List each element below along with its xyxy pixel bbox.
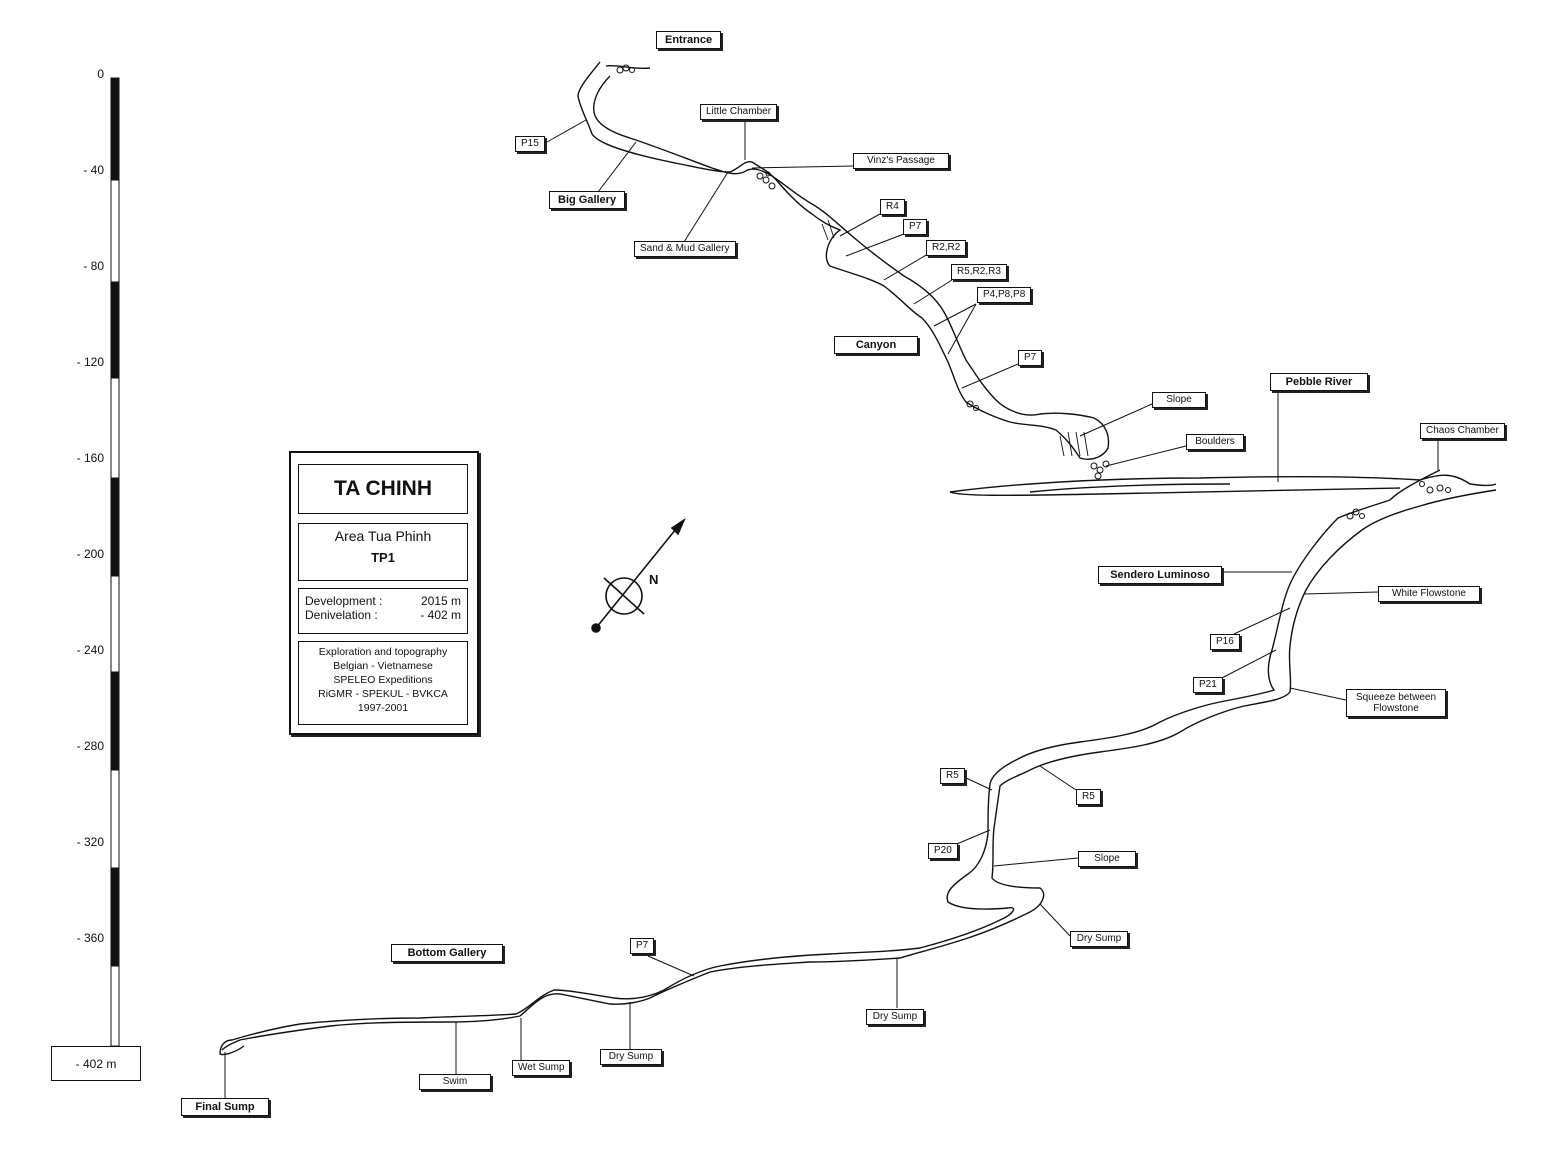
depth-tick-label: - 160: [76, 451, 104, 466]
area-name: Area Tua Phinh: [334, 528, 432, 544]
label-white-flowstone: White Flowstone: [1378, 586, 1480, 602]
credits-line: SPELEO Expeditions: [333, 674, 433, 686]
label-r5-left: R5: [940, 768, 965, 784]
label-wet-sump: Wet Sump: [512, 1060, 570, 1076]
north-arrow-icon: [591, 517, 686, 633]
depth-tick-label: - 360: [76, 931, 104, 946]
label-p4-p8-p8: P4,P8,P8: [977, 287, 1032, 303]
stats-box: Development : 2015 m Denivelation : - 40…: [298, 588, 468, 634]
cave-title: TA CHINH: [298, 464, 468, 514]
label-p21: P21: [1193, 677, 1223, 693]
label-canyon: Canyon: [834, 336, 918, 354]
label-p7-lower: P7: [630, 938, 655, 954]
credits-line: RiGMR - SPEKUL - BVKCA: [318, 688, 448, 700]
depth-tick-label: - 320: [76, 835, 104, 850]
depth-tick-label: - 280: [76, 739, 104, 754]
credits-line: Belgian - Vietnamese: [333, 660, 433, 672]
slope-hatching: [821, 219, 1089, 457]
label-sendero-luminoso: Sendero Luminoso: [1098, 566, 1222, 584]
label-p7-mid: P7: [1018, 350, 1043, 366]
depth-scale-end-label: - 402 m: [51, 1046, 141, 1081]
depth-tick-label: 0: [97, 67, 104, 81]
cave-code: TP1: [371, 550, 395, 565]
credits-box: Exploration and topography Belgian - Vie…: [298, 641, 468, 725]
leader-lines: [224, 119, 1439, 1098]
depth-tick-label: - 40: [83, 163, 104, 178]
label-slope-upper: Slope: [1152, 392, 1206, 408]
label-dry-sump-right: Dry Sump: [1070, 931, 1128, 947]
denivelation-label: Denivelation :: [305, 608, 378, 622]
label-dry-sump-left: Dry Sump: [600, 1049, 662, 1065]
label-r2-r2: R2,R2: [926, 240, 967, 256]
label-sand-mud-gallery: Sand & Mud Gallery: [634, 241, 736, 257]
development-label: Development :: [305, 594, 383, 608]
development-value: 2015 m: [420, 594, 461, 608]
depth-tick-label: - 240: [76, 643, 104, 658]
credits-line: 1997-2001: [357, 702, 409, 714]
label-r4: R4: [880, 199, 905, 215]
label-boulders: Boulders: [1186, 434, 1244, 450]
label-little-chamber: Little Chamber: [700, 104, 778, 120]
label-pebble-river: Pebble River: [1270, 373, 1368, 391]
label-r5-right: R5: [1076, 789, 1101, 805]
label-final-sump: Final Sump: [181, 1098, 269, 1116]
label-squeeze-between-flowstone: Squeeze between Flowstone: [1346, 689, 1446, 717]
label-dry-sump-mid: Dry Sump: [866, 1009, 924, 1025]
cave-passage-outline: [219, 61, 1497, 1056]
depth-tick-label: - 120: [76, 355, 104, 370]
credits-line: Exploration and topography: [318, 646, 448, 658]
title-card: TA CHINH Area Tua Phinh TP1 Development …: [289, 451, 479, 735]
label-p16: P16: [1210, 634, 1240, 650]
depth-scale-bar: [110, 77, 120, 1047]
label-r5-r2-r3: R5,R2,R3: [951, 264, 1007, 280]
label-big-gallery: Big Gallery: [549, 191, 626, 209]
label-bottom-gallery: Bottom Gallery: [391, 944, 503, 962]
label-slope-lower: Slope: [1078, 851, 1136, 867]
label-vinz-passage: Vinz's Passage: [853, 153, 949, 169]
denivelation-value: - 402 m: [420, 608, 461, 622]
label-p15: P15: [515, 136, 545, 152]
boulder-symbols: [616, 64, 1451, 520]
depth-tick-label: - 80: [83, 259, 104, 274]
label-swim: Swim: [419, 1074, 491, 1090]
label-chaos-chamber: Chaos Chamber: [1420, 423, 1505, 439]
area-box: Area Tua Phinh TP1: [298, 523, 468, 581]
depth-tick-label: - 200: [76, 547, 104, 562]
label-p20: P20: [928, 843, 958, 859]
north-label: N: [649, 572, 659, 587]
label-p7-upper: P7: [903, 219, 928, 235]
label-entrance: Entrance: [656, 31, 722, 49]
